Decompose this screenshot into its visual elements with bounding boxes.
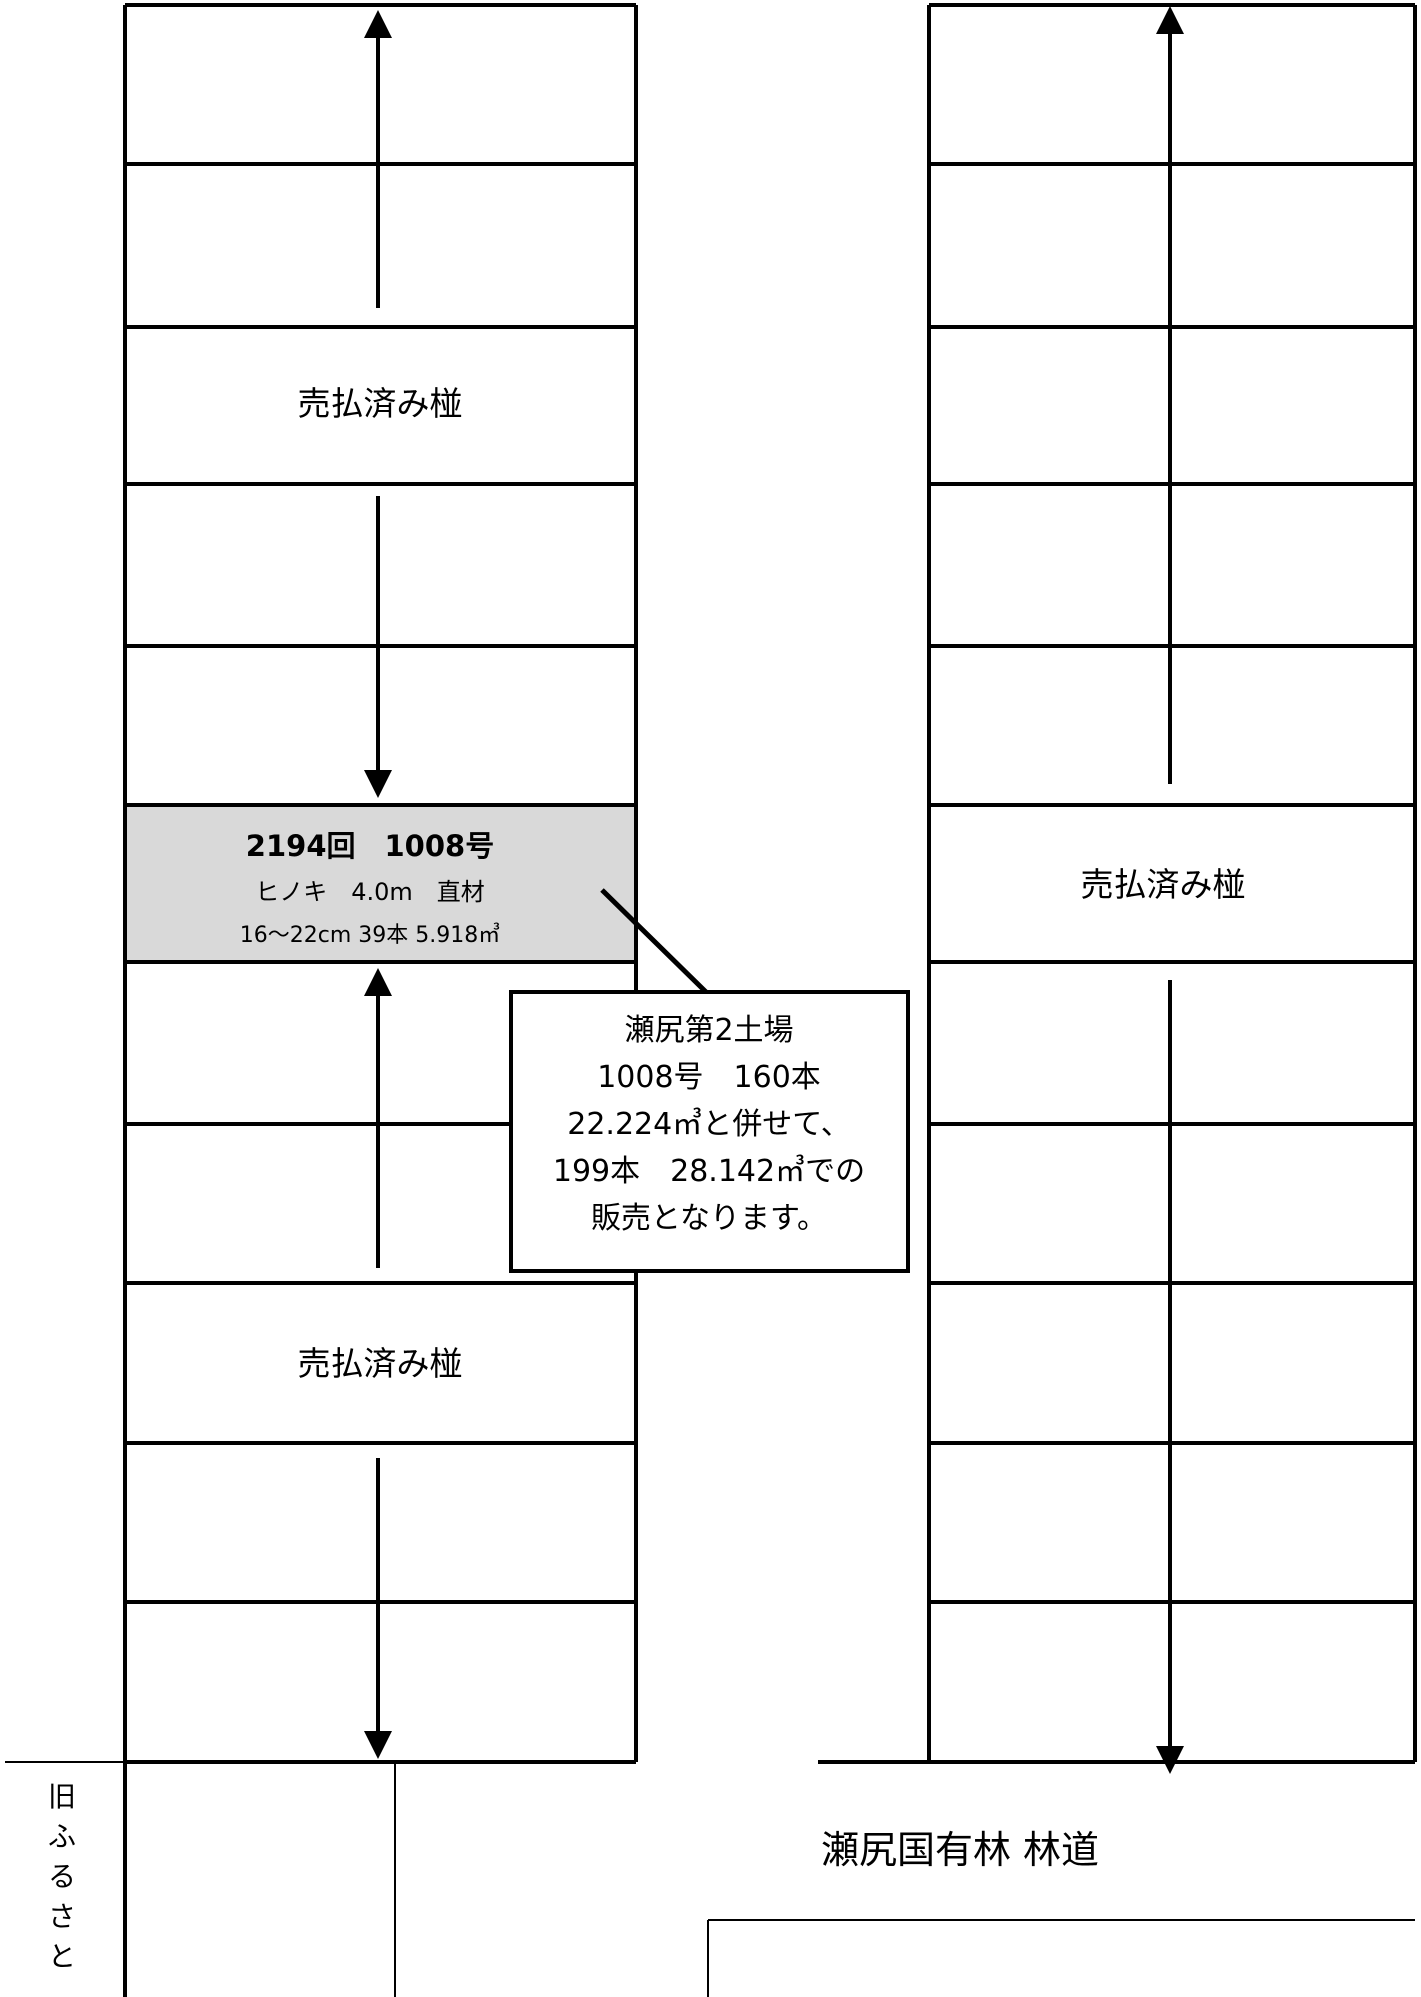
old-road-char-3: る [48,1860,76,1893]
old-road-char-4: さ [48,1900,76,1933]
sold-label-upper-left: 売払済み椪 [298,384,463,423]
forest-road-label: 瀬尻国有林 林道 [821,1828,1099,1872]
old-road-char-5: と [48,1940,76,1973]
callout-leader [600,888,708,994]
callout-line-1: 瀬尻第2土場 [624,1013,793,1048]
callout-box [509,990,910,1273]
lot-species-length: ヒノキ 4.0m 直材 [255,878,485,906]
callout-line-2: 1008号 160本 [597,1060,821,1095]
callout-line-4: 199本 28.142㎥での [553,1154,865,1189]
lot-number: 2194回 1008号 [246,829,494,863]
highlighted-lot [125,805,636,962]
callout-line-5: 販売となります。 [591,1201,827,1236]
old-road-char-2: ふ [48,1820,76,1853]
lot-volume: 16～22cm 39本 5.918㎥ [240,922,500,948]
sold-label-right: 売払済み椪 [1081,865,1246,904]
sold-label-lower-left: 売払済み椪 [298,1344,463,1383]
callout-line-3: 22.224㎥と併せて、 [567,1107,850,1142]
old-road-label: 旧 ふ る さ と [48,1780,76,1973]
old-road-char-1: 旧 [48,1780,76,1813]
